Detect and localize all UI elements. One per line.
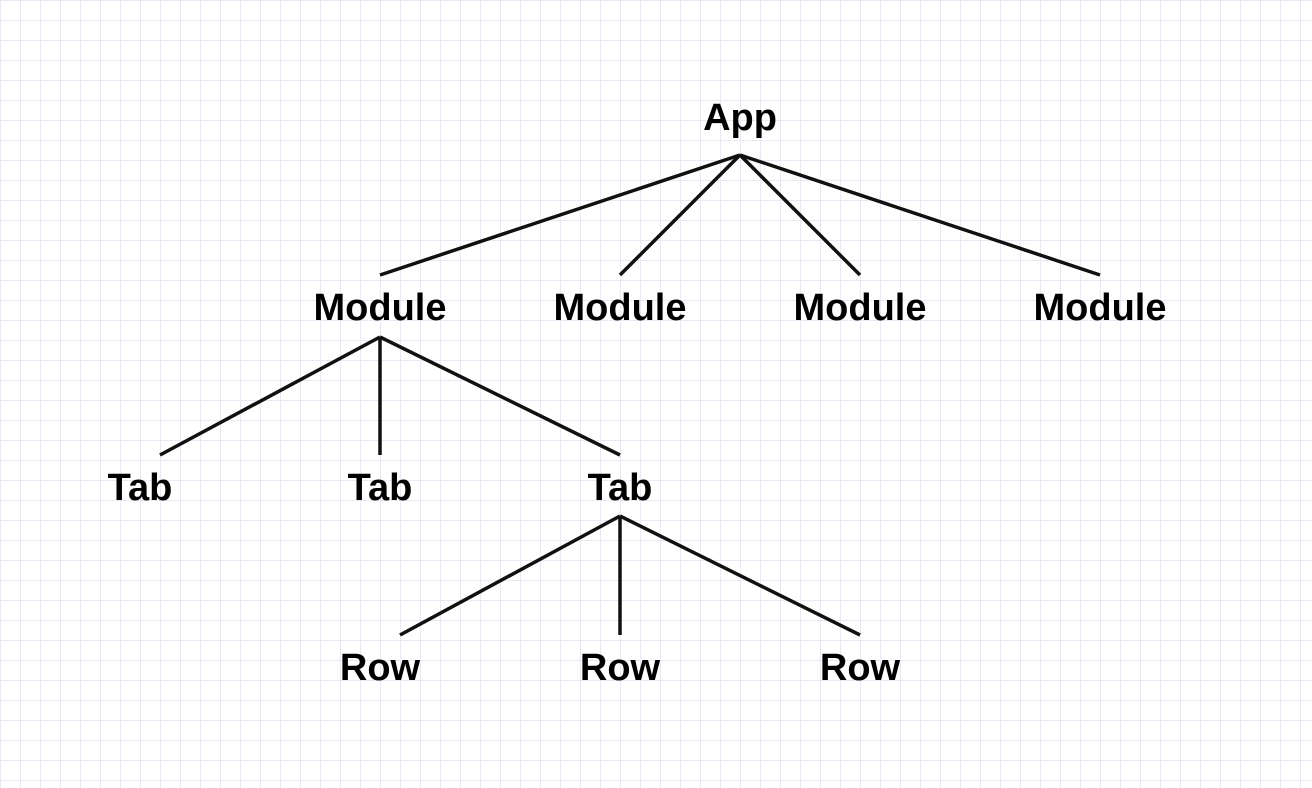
node-module-2: Module	[554, 287, 687, 329]
node-row-1: Row	[340, 647, 421, 689]
node-row-2: Row	[580, 647, 661, 689]
edge-tab-3-row-1	[399, 514, 621, 637]
node-row-3: Row	[820, 647, 901, 689]
node-module-3: Module	[794, 287, 927, 329]
node-tab-1: Tab	[108, 467, 173, 509]
node-module-4: Module	[1034, 287, 1167, 329]
node-tab-2: Tab	[348, 467, 413, 509]
edge-app-module-1	[379, 153, 741, 277]
node-tab-3: Tab	[588, 467, 653, 509]
node-module-1: Module	[314, 287, 447, 329]
edge-app-module-2	[618, 153, 742, 277]
edge-app-module-3	[738, 153, 862, 277]
edge-tab-3-row-3	[619, 514, 861, 637]
edge-app-module-4	[739, 153, 1101, 277]
edge-module-1-tab-1	[159, 335, 381, 457]
node-app: App	[703, 97, 777, 139]
edge-module-1-tab-3	[379, 335, 621, 457]
